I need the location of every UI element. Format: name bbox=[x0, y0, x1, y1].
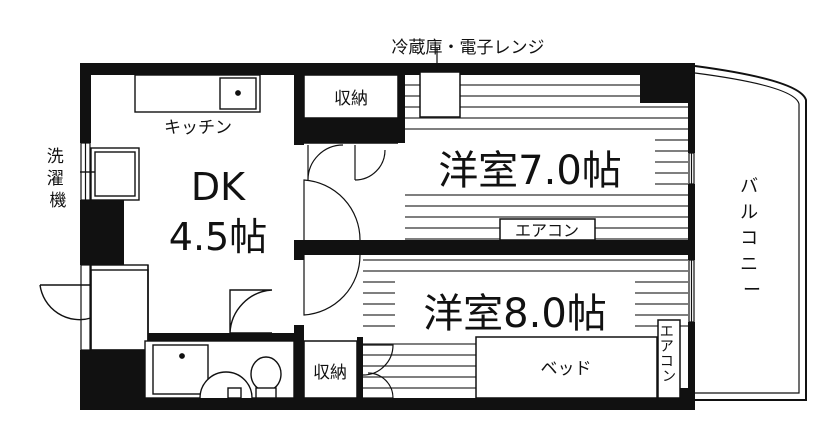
aircon-1-label: エアコン bbox=[515, 221, 579, 240]
room2-label: 洋室8.0帖 bbox=[423, 291, 607, 337]
balcony-char-1: バ bbox=[740, 176, 758, 197]
bed-label: ベッド bbox=[541, 359, 592, 379]
balcony-label: バ ル コ ニ ー bbox=[740, 176, 764, 301]
laundry-label-2: 濯 bbox=[47, 169, 64, 189]
kitchen-label: キッチン bbox=[164, 118, 232, 138]
balcony-char-3: コ bbox=[740, 228, 758, 249]
storage-bottom-label: 収納 bbox=[313, 363, 347, 383]
fridge-microwave-label: 冷蔵庫・電子レンジ bbox=[392, 38, 545, 58]
aircon-2 bbox=[657, 319, 681, 399]
dk-size: 4.5帖 bbox=[169, 215, 267, 259]
aircon-2-char-2: ア bbox=[660, 339, 674, 355]
dk-room bbox=[39, 74, 273, 351]
storage-bottom bbox=[303, 340, 394, 399]
storage-top bbox=[303, 74, 405, 181]
room2-label-bg bbox=[395, 281, 635, 337]
aircon-2-char-1: エ bbox=[660, 324, 674, 340]
laundry-label-3: 機 bbox=[50, 191, 67, 211]
aircon-1 bbox=[499, 218, 596, 241]
aircon-2-char-4: ン bbox=[662, 369, 676, 385]
room1-label-bg bbox=[405, 138, 655, 194]
dk-name: DK bbox=[191, 165, 246, 209]
fridge bbox=[419, 71, 461, 118]
aircon-2-char-3: コ bbox=[660, 354, 674, 370]
room1-label: 洋室7.0帖 bbox=[438, 148, 622, 194]
storage-top-label: 収納 bbox=[334, 89, 368, 109]
balcony bbox=[694, 65, 807, 401]
laundry-label: 洗 濯 機 bbox=[47, 147, 69, 211]
bed bbox=[475, 336, 658, 399]
balcony-char-5: ー bbox=[743, 280, 761, 301]
laundry-label-1: 洗 bbox=[47, 147, 64, 167]
bathroom bbox=[144, 340, 295, 399]
balcony-char-2: ル bbox=[740, 202, 758, 223]
room1-door bbox=[303, 179, 361, 316]
balcony-inner-line bbox=[694, 72, 800, 394]
aircon-2-label: エ ア コ ン bbox=[660, 324, 678, 385]
balcony-char-4: ニ bbox=[740, 254, 758, 275]
room2-floor-lines-lower bbox=[363, 343, 476, 400]
